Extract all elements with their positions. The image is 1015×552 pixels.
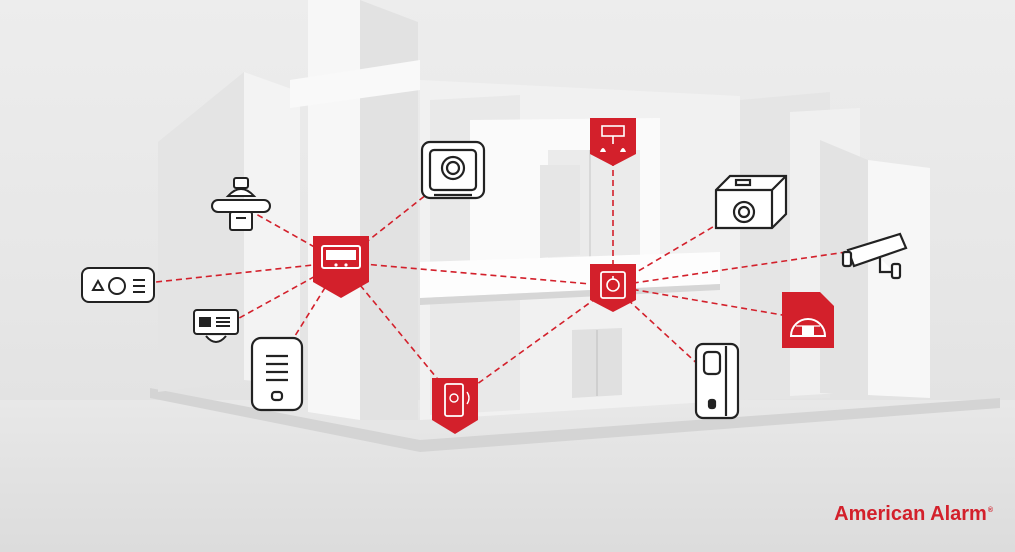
box-camera-icon xyxy=(714,174,788,230)
link-hub-app xyxy=(454,285,614,401)
link-panel-keypad xyxy=(155,261,342,283)
fire-alarm-icon xyxy=(590,118,636,166)
floor xyxy=(0,400,1015,552)
glass-break-sensor-icon xyxy=(420,140,486,200)
cold-storage-monitoring-icon xyxy=(782,292,834,348)
link-hub-igloo xyxy=(612,285,801,319)
link-panel-heat xyxy=(255,213,342,263)
smoke-detector-icon xyxy=(193,309,239,343)
security-hub-icon xyxy=(590,264,636,312)
link-hub-cctv xyxy=(612,249,861,287)
link-panel-hub xyxy=(340,261,614,287)
access-control-icon xyxy=(250,336,304,412)
brand-logo: American Alarm® xyxy=(834,503,993,526)
motion-sensor-icon xyxy=(694,342,740,420)
brand-name: American Alarm xyxy=(834,503,987,525)
cctv-camera-icon xyxy=(841,232,908,280)
registered-mark: ® xyxy=(987,507,993,514)
mobile-app-icon xyxy=(432,378,478,434)
heat-detector-icon xyxy=(211,177,271,231)
keypad-icon xyxy=(81,267,155,303)
alarm-control-panel-icon xyxy=(313,236,369,298)
